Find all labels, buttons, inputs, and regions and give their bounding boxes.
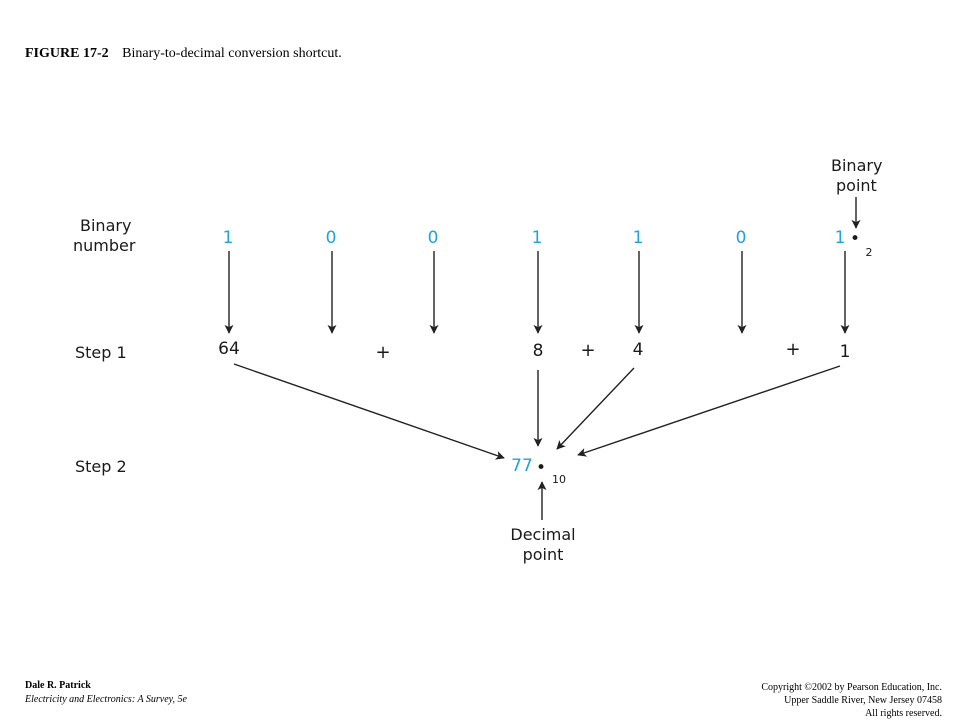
step2-label: Step 2 bbox=[75, 457, 127, 476]
decimal-base-subscript: 10 bbox=[552, 473, 566, 486]
binary-digit: 1 bbox=[633, 228, 644, 248]
binary-number-label-line1: Binary bbox=[80, 216, 131, 235]
binary-digit: 0 bbox=[326, 228, 337, 248]
footer-author: Dale R. Patrick bbox=[25, 680, 91, 691]
binary-digit: 1 bbox=[532, 228, 543, 248]
binary-point-label-line1: Binary bbox=[831, 156, 882, 175]
sum-arrow bbox=[577, 365, 841, 457]
step1-value: 4 bbox=[633, 340, 644, 360]
binary-digit: 1 bbox=[835, 228, 846, 248]
binary-point-dot: • bbox=[850, 229, 860, 249]
binary-base-subscript: 2 bbox=[866, 246, 873, 259]
plus-sign: + bbox=[785, 339, 800, 360]
footer-copyright-line1: Copyright ©2002 by Pearson Education, In… bbox=[761, 682, 942, 693]
plus-sign: + bbox=[580, 340, 595, 361]
binary-point-label-line2: point bbox=[836, 176, 877, 195]
figure-number: FIGURE 17-2 bbox=[25, 46, 109, 61]
plus-sign: + bbox=[375, 342, 390, 363]
decimal-point-label-line1: Decimal bbox=[510, 525, 575, 544]
decimal-point-label-line2: point bbox=[523, 545, 564, 564]
sum-arrow bbox=[556, 367, 635, 450]
decimal-point-dot: • bbox=[536, 458, 546, 478]
binary-digit: 0 bbox=[736, 228, 747, 248]
binary-digit: 0 bbox=[428, 228, 439, 248]
step1-label: Step 1 bbox=[75, 343, 127, 362]
step1-value: 64 bbox=[218, 339, 240, 359]
binary-number-label-line2: number bbox=[73, 236, 136, 255]
binary-digit: 1 bbox=[223, 228, 234, 248]
footer-book: Electricity and Electronics: A Survey, 5… bbox=[24, 694, 188, 705]
result-value: 77 bbox=[511, 456, 533, 476]
step1-value: 1 bbox=[840, 342, 851, 362]
figure-title: Binary-to-decimal conversion shortcut. bbox=[122, 46, 342, 61]
figure-caption: FIGURE 17-2 Binary-to-decimal conversion… bbox=[25, 46, 342, 61]
sum-arrow bbox=[233, 363, 505, 460]
step1-value: 8 bbox=[533, 341, 544, 361]
footer-copyright-line2: Upper Saddle River, New Jersey 07458 bbox=[784, 695, 942, 706]
footer-copyright-line3: All rights reserved. bbox=[865, 708, 942, 719]
